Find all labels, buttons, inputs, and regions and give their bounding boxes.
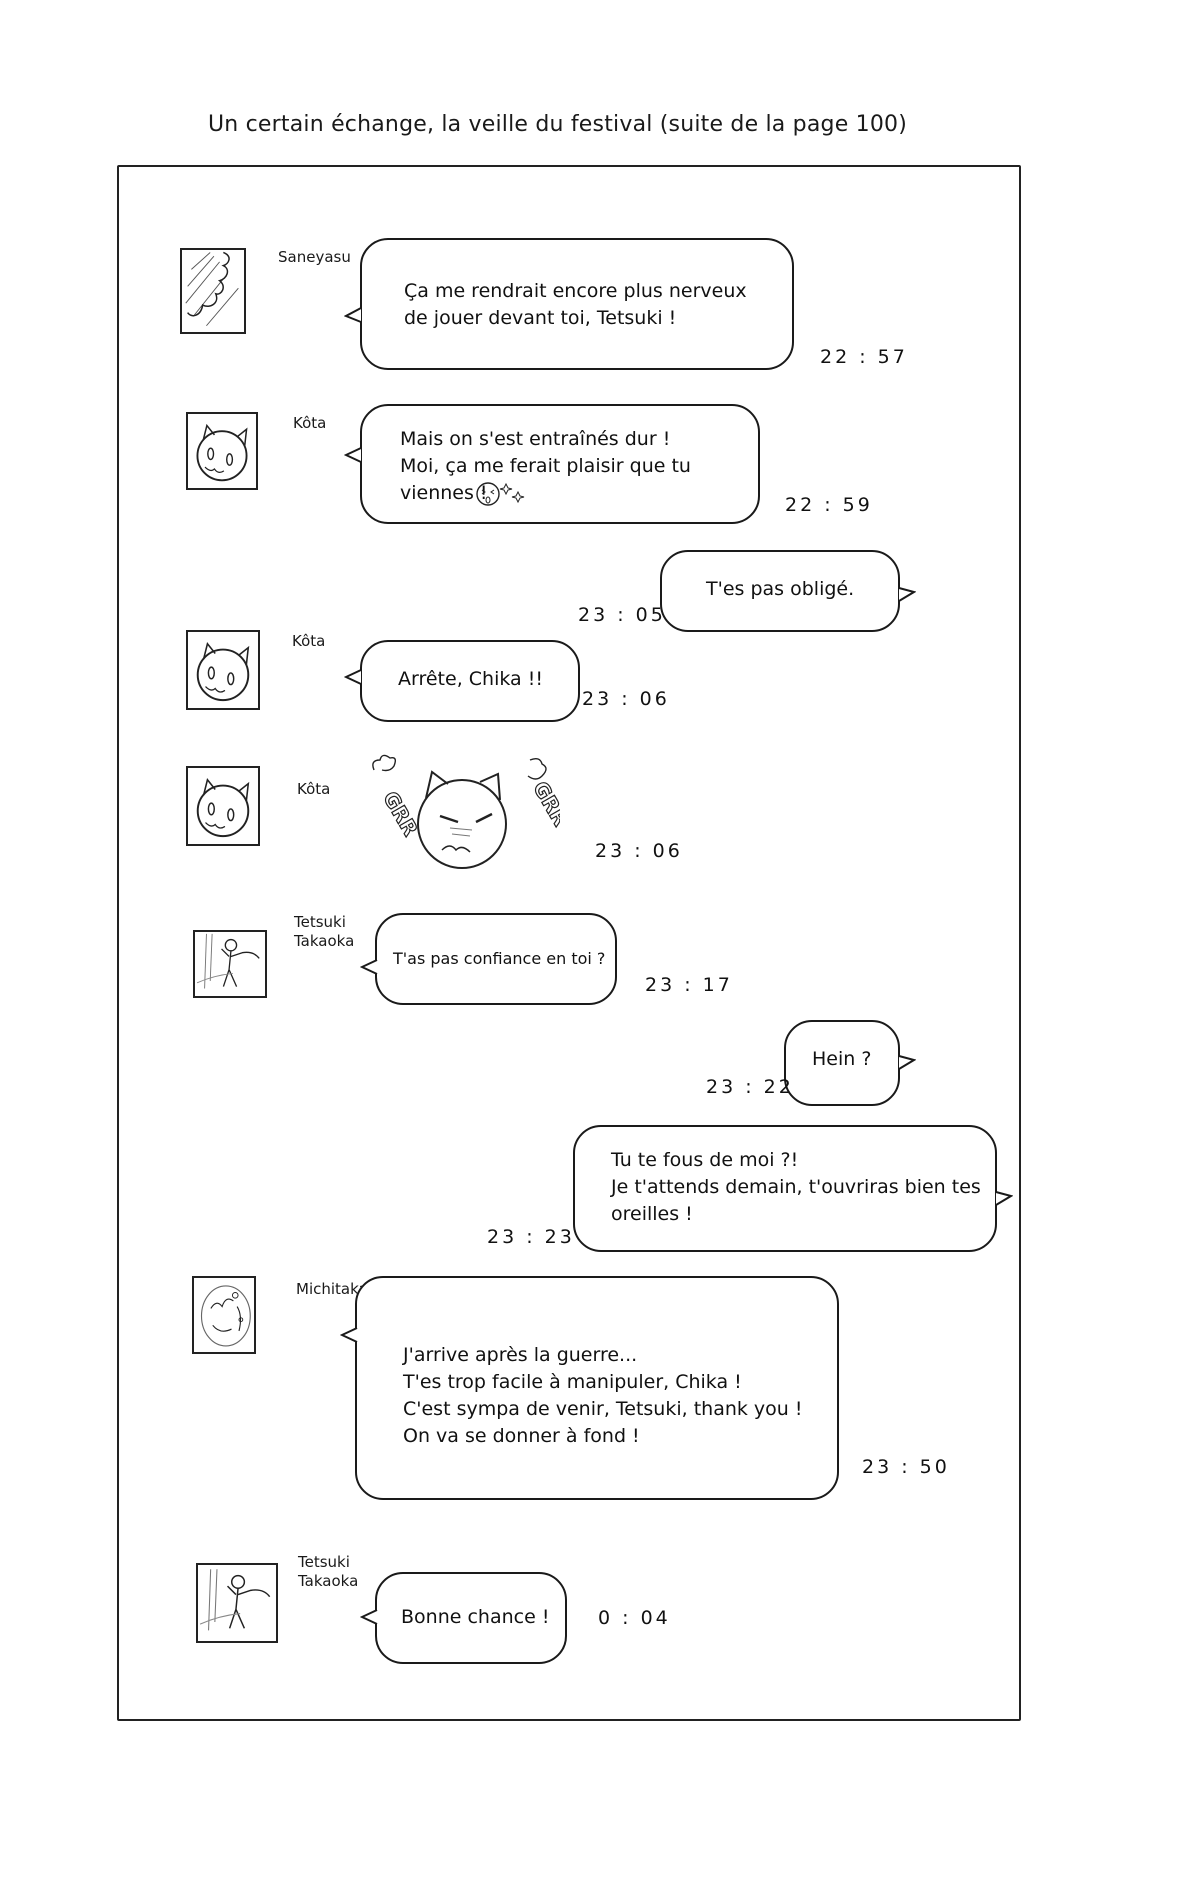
bubble-tail-right: [995, 1191, 1013, 1206]
sender-name: Michitaka: [296, 1280, 368, 1298]
sticker-text: GRR: [378, 787, 422, 840]
message-bubble[interactable]: Bonne chance !: [375, 1572, 567, 1664]
message-bubble[interactable]: T'as pas confiance en toi ?: [375, 913, 617, 1005]
message-time: 23 : 23: [487, 1226, 575, 1248]
message-text: Ça me rendrait encore plus nerveux de jo…: [404, 280, 747, 329]
message-bubble[interactable]: J'arrive après la guerre... T'es trop fa…: [355, 1276, 839, 1500]
message-text: T'es pas obligé.: [706, 578, 855, 600]
chat-frame: [117, 165, 1021, 1721]
page-title: Un certain échange, la veille du festiva…: [208, 112, 907, 137]
bubble-tail-left: [344, 307, 362, 323]
message-time: 22 : 59: [785, 494, 873, 516]
bubble-tail-left: [360, 1609, 378, 1625]
message-text: T'as pas confiance en toi ?: [393, 949, 606, 968]
cat-face-avatar-icon: [196, 642, 250, 702]
message-time: 23 : 05: [578, 604, 666, 626]
bubble-tail-left: [344, 447, 362, 463]
message-time: 23 : 17: [645, 974, 733, 996]
sender-name: Tetsuki Takaoka: [298, 1553, 359, 1590]
message-bubble[interactable]: Ça me rendrait encore plus nerveux de jo…: [360, 238, 794, 370]
avatar-michitaka[interactable]: [192, 1276, 256, 1354]
avatar-tetsuki[interactable]: [196, 1563, 278, 1643]
message-bubble[interactable]: Arrête, Chika !!: [360, 640, 580, 722]
bubble-tail-left: [360, 959, 378, 975]
avatar-kota[interactable]: [186, 630, 260, 710]
message-bubble-own[interactable]: Tu te fous de moi ?! Je t'attends demain…: [573, 1125, 997, 1252]
message-time: 23 : 06: [595, 840, 683, 862]
sender-name: Saneyasu: [278, 248, 351, 266]
pouting-face-sparkles-icon: [476, 482, 525, 506]
message-text: Bonne chance !: [401, 1606, 550, 1628]
sender-name: Kôta: [297, 780, 331, 798]
sky-cloud-avatar-icon: [185, 251, 239, 327]
message-bubble-own[interactable]: Hein ?: [784, 1020, 900, 1106]
message-text: J'arrive après la guerre... T'es trop fa…: [403, 1344, 803, 1447]
avatar-tetsuki[interactable]: [193, 930, 267, 998]
message-text: Mais on s'est entraînés dur ! Moi, ça me…: [400, 428, 691, 504]
bubble-tail-right: [898, 1055, 916, 1070]
avatar-kota[interactable]: [186, 412, 258, 490]
message-time: 23 : 50: [862, 1456, 950, 1478]
cat-face-avatar-icon: [196, 778, 250, 838]
round-object-avatar-icon: [200, 1285, 251, 1347]
angry-cat-grr-sticker-icon[interactable]: GRR GRR: [360, 752, 560, 872]
message-bubble-own[interactable]: T'es pas obligé.: [660, 550, 900, 632]
message-time: 22 : 57: [820, 346, 908, 368]
message-time: 0 : 04: [598, 1607, 671, 1629]
figure-sketch-avatar-icon: [199, 1569, 271, 1631]
figure-sketch-avatar-icon: [196, 933, 260, 989]
sticker-text: GRR: [528, 777, 560, 830]
message-text: Tu te fous de moi ?! Je t'attends demain…: [611, 1149, 981, 1225]
sender-name: Kôta: [292, 632, 326, 650]
message-time: 23 : 06: [582, 688, 670, 710]
avatar-saneyasu[interactable]: [180, 248, 246, 334]
message-text: Hein ?: [812, 1048, 872, 1070]
bubble-tail-left: [344, 669, 362, 685]
message-text: Arrête, Chika !!: [398, 668, 543, 690]
sender-name: Kôta: [293, 414, 327, 432]
cat-face-avatar-icon: [196, 423, 248, 482]
sender-name: Tetsuki Takaoka: [294, 913, 355, 950]
bubble-tail-left: [340, 1327, 358, 1343]
message-bubble[interactable]: Mais on s'est entraînés dur ! Moi, ça me…: [360, 404, 760, 524]
avatar-kota[interactable]: [186, 766, 260, 846]
bubble-tail-right: [898, 587, 916, 602]
message-time: 23 : 22: [706, 1076, 794, 1098]
